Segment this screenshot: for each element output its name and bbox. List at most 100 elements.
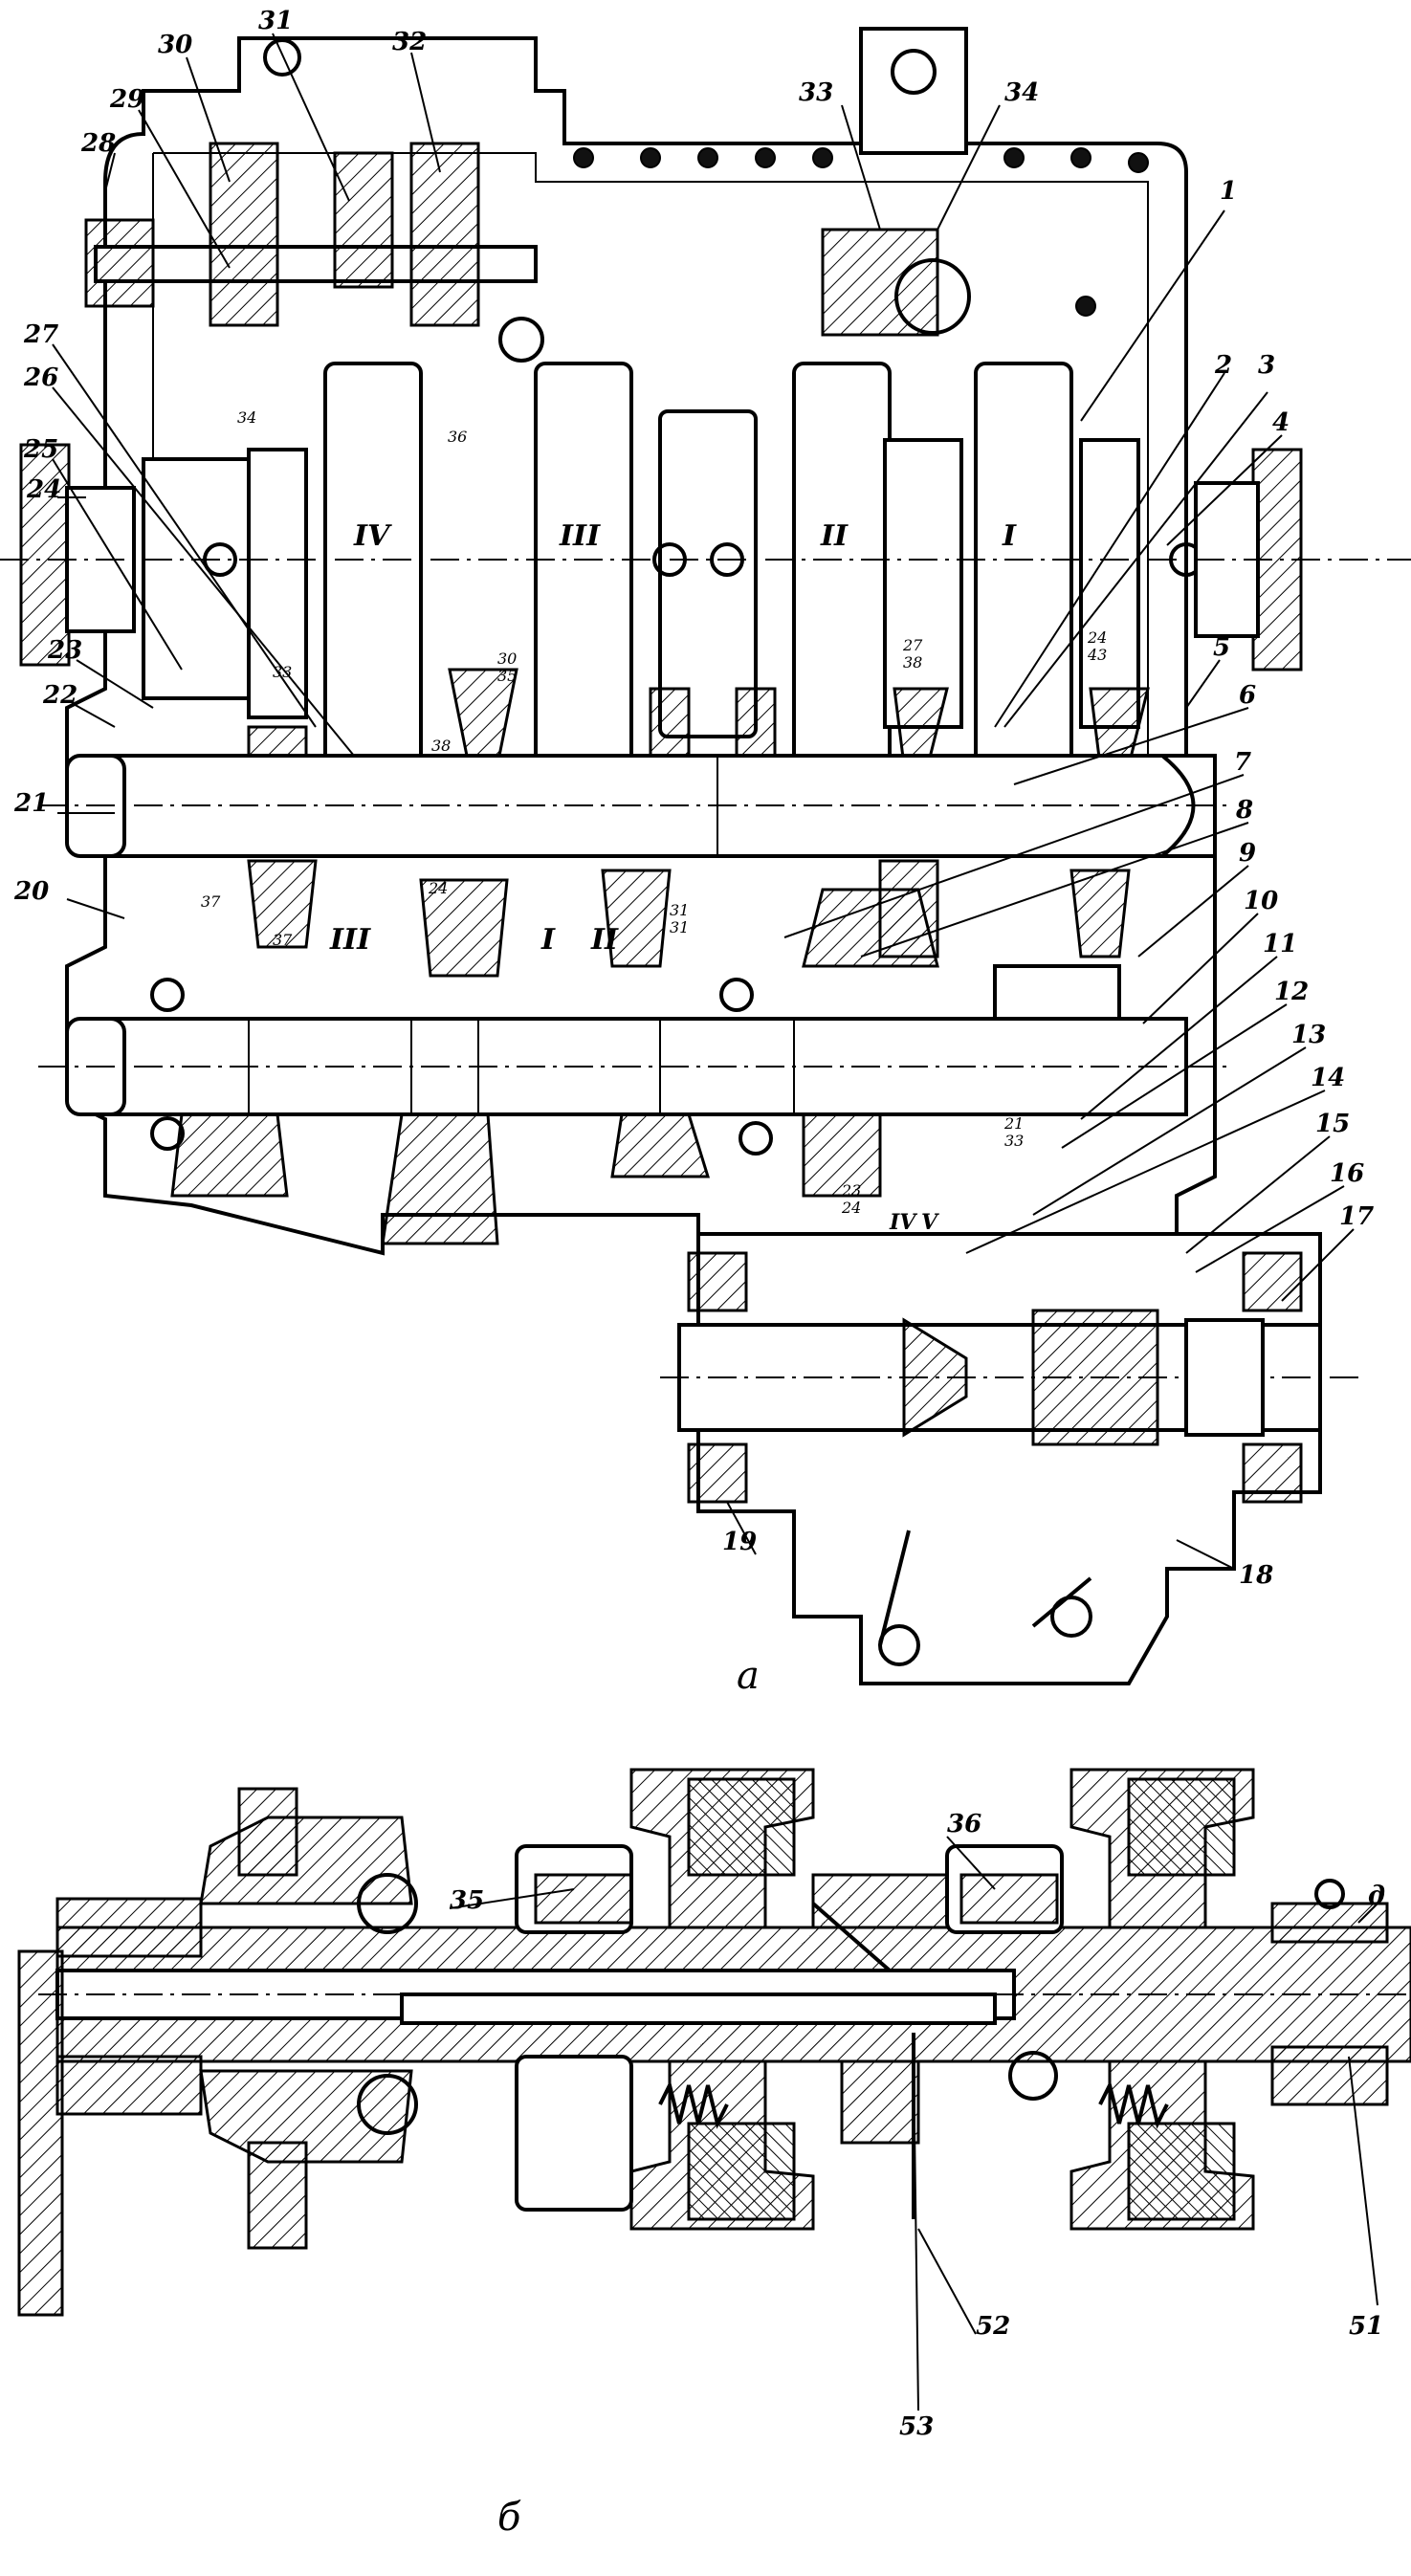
callout-30: 30 (158, 31, 192, 59)
tooth-count-label: 43 (1087, 646, 1107, 664)
tooth-count-label: 27 (902, 636, 923, 654)
callout-16: 16 (1330, 1159, 1364, 1188)
tooth-count-label: 24 (841, 1199, 861, 1217)
callouts-a: 1 2 3 4 5 6 7 8 9 10 11 12 13 14 15 16 1… (13, 7, 1374, 1590)
roman-output-v: V (921, 1210, 939, 1235)
right-end-screw (1314, 1879, 1345, 1909)
output-coupling (902, 1317, 968, 1438)
callout-53: 53 (899, 2412, 934, 2441)
tooth-count-label: 31 (670, 901, 689, 919)
gear-block-i (974, 362, 1073, 767)
spring-2 (1098, 2080, 1169, 2129)
callout-29: 29 (109, 85, 144, 114)
detent-right-housing (821, 228, 939, 337)
callout-23: 23 (47, 636, 82, 665)
roman-iii: III (559, 519, 601, 553)
letter-d: д (1368, 1882, 1385, 1910)
shift-lever (878, 1530, 1092, 1646)
housing-bolts (573, 147, 1149, 317)
callout-leaders-b (449, 1836, 1378, 2411)
gear-block-iii (534, 362, 633, 767)
lever-pivot-right (1050, 1596, 1092, 1638)
callout-4: 4 (1272, 408, 1290, 437)
callout-25: 25 (23, 435, 58, 464)
callout-9: 9 (1239, 839, 1256, 868)
spring-1 (658, 2080, 729, 2129)
gear-block-mid (658, 409, 758, 738)
bearing-b-left-top (357, 1873, 418, 1934)
callout-13: 13 (1291, 1021, 1326, 1049)
flange-b-hub (55, 1897, 203, 1958)
callout-36: 36 (947, 1810, 981, 1838)
callout-33: 33 (799, 78, 833, 107)
upper-gears (142, 362, 1203, 767)
output-sleeve (1184, 1318, 1265, 1437)
callout-31: 31 (258, 7, 293, 35)
housing-outline (65, 36, 1217, 1256)
callout-22: 22 (42, 681, 77, 710)
gear-block-ii (792, 362, 892, 767)
callout-12: 12 (1274, 978, 1309, 1006)
tooth-count-label: 23 (841, 1181, 861, 1200)
interlock-ball (498, 317, 544, 363)
clutch-1-plates-bottom (687, 2122, 796, 2221)
flange-b (17, 1949, 64, 2317)
callout-leaders-a (52, 33, 1355, 1570)
tooth-count-label: 33 (273, 663, 292, 681)
upper-pin-b (237, 1787, 298, 1877)
tooth-count-label: 36 (448, 428, 467, 446)
callout-27: 27 (23, 320, 58, 349)
callout-52: 52 (976, 2312, 1010, 2341)
tooth-count-label: 30 (497, 650, 517, 668)
clutch-2-plates-bottom (1127, 2122, 1236, 2221)
tooth-count-label: 24 (1087, 628, 1107, 647)
callout-6: 6 (1239, 681, 1256, 710)
callout-19: 19 (722, 1528, 757, 1556)
gear-36-bearing (1008, 2051, 1058, 2101)
view-a: IV III II I III I II IV V 33 30 35 27 38… (0, 7, 1411, 1698)
roman-lower-iii: III (329, 923, 371, 957)
roman-upper: IV III II I (353, 519, 1017, 553)
callout-1: 1 (1220, 177, 1237, 206)
fork-center (333, 151, 394, 289)
tooth-count-label: 21 (1003, 1114, 1024, 1133)
callout-15: 15 (1315, 1110, 1350, 1138)
callout-35: 35 (450, 1886, 484, 1915)
roman-lower: III I II IV V (329, 923, 939, 1235)
tooth-count-label: 31 (670, 918, 689, 936)
top-bracket-hole (891, 49, 937, 95)
fork-right (409, 142, 480, 327)
gear-hub-right (1079, 438, 1140, 729)
output-housing (696, 1232, 1322, 1685)
callout-26: 26 (23, 363, 58, 392)
fork-left (209, 142, 279, 327)
callout-20: 20 (13, 877, 49, 906)
tooth-count-label: 38 (431, 737, 451, 755)
clutch-2-plates-top (1127, 1777, 1236, 1877)
callouts-b: 35 36 51 52 53 д (450, 1810, 1385, 2441)
right-end-top (1270, 1902, 1389, 1944)
left-top-lug-hole (263, 38, 301, 77)
callout-11: 11 (1263, 930, 1297, 958)
callout-51: 51 (1349, 2312, 1383, 2341)
clutch-1-plates-top (687, 1777, 796, 1877)
roman-ii: II (820, 519, 849, 553)
gear-block-iv (323, 362, 423, 767)
gear-hub-ii (883, 438, 963, 729)
gear-35-lower (515, 2055, 633, 2212)
callout-24: 24 (26, 475, 61, 504)
roman-lower-i: I (540, 923, 556, 957)
view-b: 35 36 51 52 53 д б (17, 1768, 1411, 2540)
caption-b: б (497, 2496, 521, 2540)
lower-housing-b (199, 2069, 413, 2164)
shifter-rod-end (84, 218, 155, 308)
roman-i: I (1002, 519, 1017, 553)
tooth-count-label: 34 (237, 408, 256, 427)
callout-10: 10 (1244, 887, 1278, 915)
middle-gears (247, 859, 1131, 1025)
right-end-bottom (1270, 2045, 1389, 2106)
callout-3: 3 (1258, 351, 1275, 380)
callout-8: 8 (1235, 796, 1253, 825)
shaft-b-inner-rod (400, 1993, 997, 2025)
